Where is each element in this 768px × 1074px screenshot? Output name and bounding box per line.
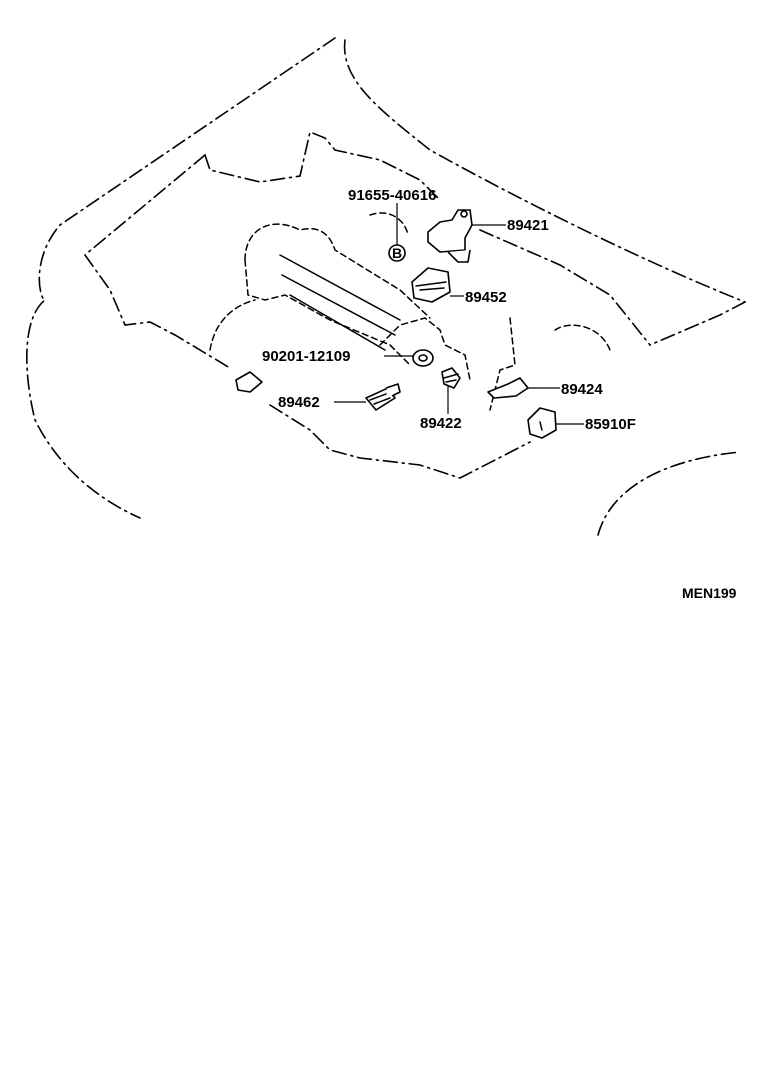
part-label-89452: 89452 <box>465 289 507 306</box>
engine-compartment-outline <box>83 130 651 479</box>
bolt-marker-label: B <box>392 245 402 261</box>
sensor-89462-drawing <box>365 383 401 411</box>
part-label-89462: 89462 <box>278 394 320 411</box>
part-labels: 91655-40616 89421 89452 90201-12109 8942… <box>262 187 636 433</box>
part-label-85910f: 85910F <box>585 416 636 433</box>
gasket-90201-drawing <box>412 349 434 367</box>
bolt-91655-drawing: B <box>388 244 406 262</box>
part-label-90201-12109: 90201-12109 <box>262 348 350 365</box>
sensor-89422-drawing <box>441 367 461 389</box>
engine-block <box>209 212 611 411</box>
leader-lines <box>334 203 584 425</box>
part-label-89422: 89422 <box>420 415 462 432</box>
sensor-89421-drawing <box>427 209 473 263</box>
part-label-89421: 89421 <box>507 217 549 234</box>
relay-85910f-drawing <box>527 407 557 439</box>
part-label-89424: 89424 <box>561 381 603 398</box>
sensor-89424-drawing <box>487 377 529 399</box>
small-bracket-drawing <box>235 371 263 393</box>
connector-89452-drawing <box>411 267 451 303</box>
vehicle-body-outline <box>26 37 746 536</box>
part-label-91655-40616: 91655-40616 <box>348 187 436 204</box>
diagram-reference-code: MEN199 <box>682 585 737 601</box>
